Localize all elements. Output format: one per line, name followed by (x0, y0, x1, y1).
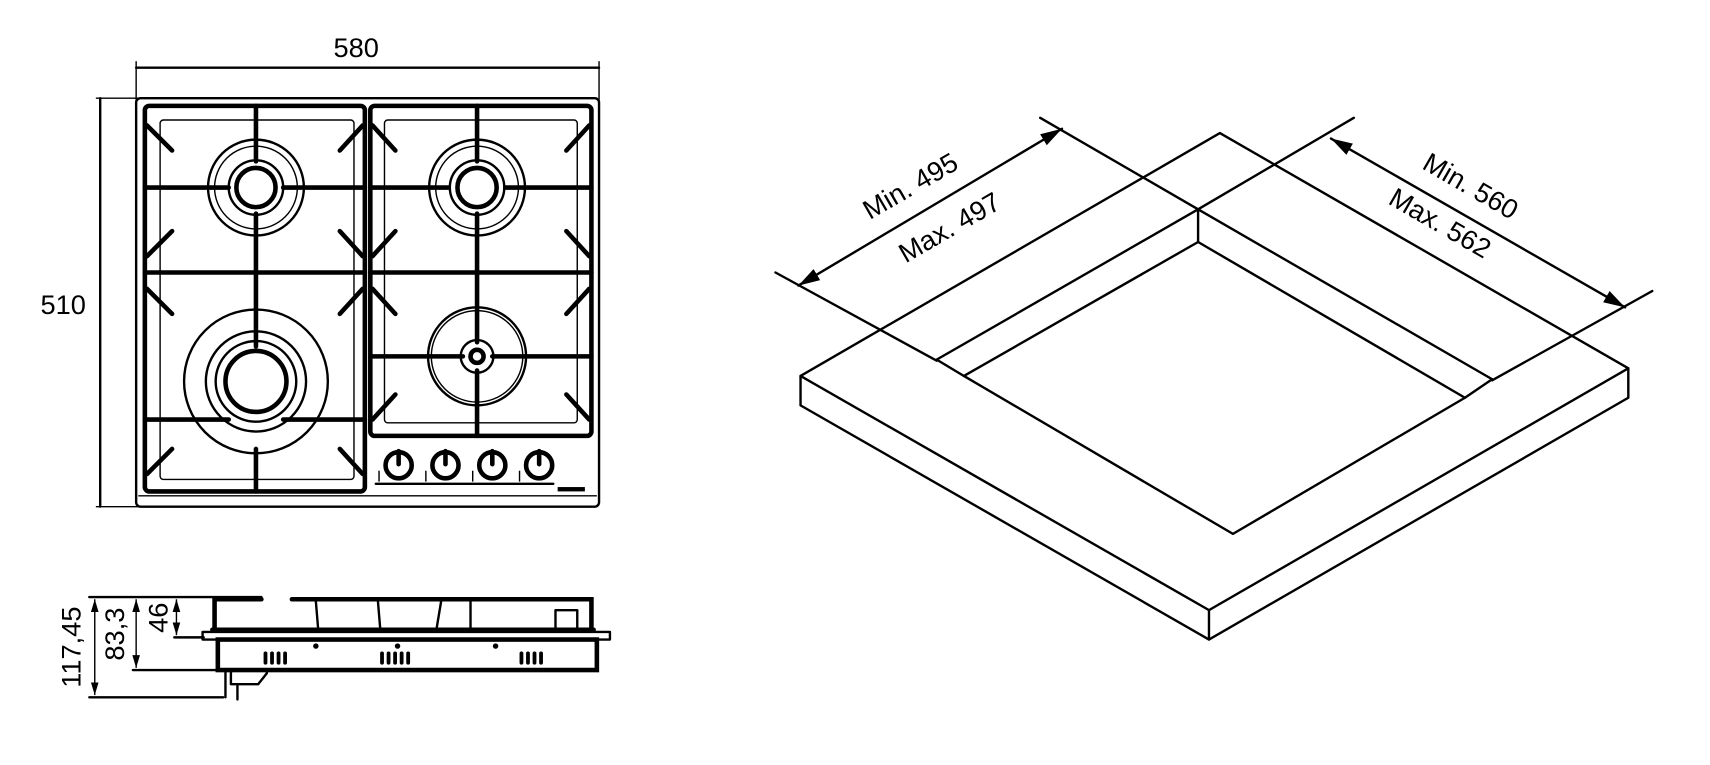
hob-side-view: 117,45 83,3 46 (56, 595, 612, 701)
depth-cutout-dimension: Min. 495 Max. 497 (774, 116, 1200, 362)
knob-1[interactable] (378, 448, 414, 482)
countertop-cutout-view: Min. 495 Max. 497 Min. 560 Max. 562 (774, 116, 1654, 641)
burner-rear-left (206, 138, 306, 237)
knob-4[interactable] (518, 448, 555, 482)
brand-logo (557, 487, 585, 492)
knob-2[interactable] (425, 448, 461, 482)
burner-rear-right (427, 138, 527, 237)
side-grates (210, 596, 596, 633)
left-grate (142, 103, 368, 494)
knob-3[interactable] (471, 448, 508, 482)
depth-label: 510 (40, 289, 85, 320)
control-knobs (374, 448, 585, 492)
depth-dimension: 510 (40, 97, 140, 508)
hob-top-view: 580 510 (40, 32, 601, 508)
burner-front-right (426, 306, 528, 407)
total-height-label: 117,45 (56, 607, 87, 688)
width-label: 580 (333, 32, 378, 63)
side-body (215, 637, 600, 673)
body-height-label: 83,3 (99, 608, 130, 661)
width-dimension: 580 (134, 32, 601, 101)
hob-outline (134, 97, 601, 508)
grate-height-label: 46 (143, 603, 174, 633)
right-grate (368, 103, 594, 439)
gas-connector (224, 668, 269, 701)
burner-front-left-wok (182, 308, 330, 455)
side-vents (263, 643, 543, 665)
